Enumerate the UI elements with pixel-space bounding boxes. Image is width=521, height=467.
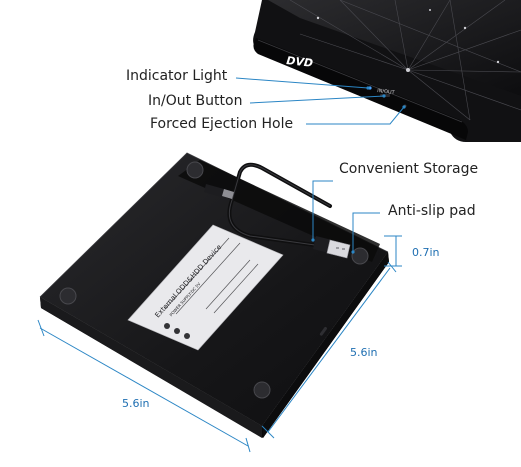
inout-panel-text: IN/OUT [377,88,396,96]
product-label: External ODD&HDD Device POWER SUPPLY:DC … [127,224,284,351]
callout-convenient-storage: Convenient Storage [339,161,479,177]
drive-top-view: External ODD&HDD Device POWER SUPPLY:DC … [39,152,389,438]
star-dots [316,9,500,72]
dimension-lines [37,235,402,453]
usb-plug [313,236,351,259]
dvd-logo: DVD [286,54,314,70]
callout-anti-slip-pad: Anti-slip pad [388,203,476,219]
dimension-height: 0.7in [412,246,440,259]
starburst-pattern [289,0,521,121]
callout-indicator-light: Indicator Light [126,68,228,84]
anti-slip-pads [59,161,369,399]
drive-front-view: DVD IN/OUT [253,0,521,142]
usb-c-port [319,326,327,336]
callout-forced-ejection-hole: Forced Ejection Hole [150,116,294,132]
callout-inout-button: In/Out Button [148,93,243,109]
main-callout-lines [312,180,380,252]
usb-c-plug [204,184,234,199]
dimension-depth: 5.6in [350,346,378,359]
dimension-width: 5.6in [122,397,150,410]
top-callout-lines [235,77,405,125]
